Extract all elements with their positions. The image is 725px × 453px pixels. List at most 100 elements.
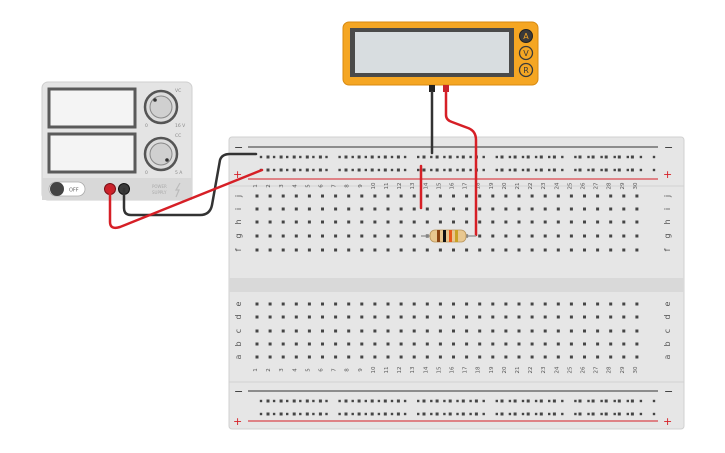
breadboard-hole[interactable] bbox=[268, 355, 272, 359]
rail-hole[interactable] bbox=[591, 399, 595, 403]
breadboard-hole[interactable] bbox=[452, 248, 455, 252]
rail-hole[interactable] bbox=[364, 155, 367, 159]
breadboard-hole[interactable] bbox=[491, 207, 495, 211]
rail-hole[interactable] bbox=[338, 155, 341, 159]
rail-hole[interactable] bbox=[448, 412, 452, 416]
breadboard-hole[interactable] bbox=[268, 248, 272, 252]
breadboard-hole[interactable] bbox=[517, 207, 521, 211]
breadboard-hole[interactable] bbox=[635, 355, 639, 359]
breadboard-hole[interactable] bbox=[583, 194, 586, 198]
rail-hole[interactable] bbox=[461, 168, 465, 172]
rail-hole[interactable] bbox=[305, 412, 309, 416]
rail-hole[interactable] bbox=[521, 399, 525, 403]
breadboard-hole[interactable] bbox=[596, 342, 600, 346]
breadboard-hole[interactable] bbox=[438, 220, 442, 224]
rail-hole[interactable] bbox=[552, 168, 556, 172]
rail-hole[interactable] bbox=[630, 155, 634, 159]
breadboard-hole[interactable] bbox=[452, 302, 455, 306]
rail-hole[interactable] bbox=[587, 168, 590, 172]
rail-hole[interactable] bbox=[652, 399, 656, 403]
breadboard-hole[interactable] bbox=[569, 207, 573, 211]
breadboard-hole[interactable] bbox=[373, 248, 377, 252]
rail-hole[interactable] bbox=[574, 168, 577, 172]
breadboard-hole[interactable] bbox=[609, 220, 613, 224]
rail-hole[interactable] bbox=[403, 155, 407, 159]
rail-hole[interactable] bbox=[508, 155, 512, 159]
breadboard-hole[interactable] bbox=[399, 342, 403, 346]
rail-hole[interactable] bbox=[325, 155, 328, 159]
breadboard-hole[interactable] bbox=[635, 207, 639, 211]
rail-hole[interactable] bbox=[417, 168, 420, 172]
rail-hole[interactable] bbox=[482, 399, 485, 403]
rail-hole[interactable] bbox=[591, 155, 595, 159]
breadboard-hole[interactable] bbox=[347, 329, 351, 333]
breadboard-hole[interactable] bbox=[452, 207, 455, 211]
breadboard-hole[interactable] bbox=[321, 207, 324, 211]
rail-hole[interactable] bbox=[548, 412, 551, 416]
breadboard-hole[interactable] bbox=[517, 329, 521, 333]
rail-hole[interactable] bbox=[456, 412, 459, 416]
rail-hole[interactable] bbox=[272, 399, 276, 403]
breadboard-hole[interactable] bbox=[517, 315, 521, 319]
breadboard-hole[interactable] bbox=[307, 315, 311, 319]
breadboard-hole[interactable] bbox=[609, 207, 613, 211]
rail-hole[interactable] bbox=[539, 168, 543, 172]
rail-hole[interactable] bbox=[587, 399, 590, 403]
breadboard-hole[interactable] bbox=[583, 315, 586, 319]
rail-hole[interactable] bbox=[325, 399, 328, 403]
breadboard-hole[interactable] bbox=[321, 234, 324, 238]
rail-hole[interactable] bbox=[351, 168, 354, 172]
rail-hole[interactable] bbox=[495, 399, 498, 403]
rail-hole[interactable] bbox=[299, 168, 302, 172]
rail-hole[interactable] bbox=[390, 399, 394, 403]
breadboard-hole[interactable] bbox=[347, 355, 351, 359]
rail-hole[interactable] bbox=[552, 155, 556, 159]
breadboard-hole[interactable] bbox=[504, 302, 508, 306]
rail-hole[interactable] bbox=[456, 168, 459, 172]
breadboard-hole[interactable] bbox=[255, 207, 259, 211]
rail-hole[interactable] bbox=[639, 168, 643, 172]
rail-hole[interactable] bbox=[600, 399, 603, 403]
breadboard-hole[interactable] bbox=[530, 248, 534, 252]
rail-hole[interactable] bbox=[351, 412, 354, 416]
breadboard-hole[interactable] bbox=[478, 355, 482, 359]
rail-hole[interactable] bbox=[495, 412, 498, 416]
breadboard-hole[interactable] bbox=[412, 234, 416, 238]
rail-hole[interactable] bbox=[526, 399, 530, 403]
rail-hole[interactable] bbox=[604, 155, 608, 159]
rail-hole[interactable] bbox=[292, 412, 296, 416]
rail-hole[interactable] bbox=[500, 412, 504, 416]
breadboard-hole[interactable] bbox=[438, 329, 442, 333]
breadboard-hole[interactable] bbox=[386, 207, 390, 211]
rail-hole[interactable] bbox=[325, 412, 328, 416]
rail-hole[interactable] bbox=[312, 155, 315, 159]
rail-hole[interactable] bbox=[639, 155, 643, 159]
rail-hole[interactable] bbox=[364, 412, 367, 416]
rail-hole[interactable] bbox=[513, 168, 517, 172]
breadboard-hole[interactable] bbox=[478, 220, 482, 224]
breadboard-hole[interactable] bbox=[307, 207, 311, 211]
breadboard-hole[interactable] bbox=[583, 302, 586, 306]
rail-hole[interactable] bbox=[279, 155, 283, 159]
breadboard-hole[interactable] bbox=[399, 234, 403, 238]
rail-hole[interactable] bbox=[259, 412, 263, 416]
rail-hole[interactable] bbox=[613, 412, 616, 416]
breadboard-hole[interactable] bbox=[635, 248, 639, 252]
breadboard-hole[interactable] bbox=[452, 220, 455, 224]
breadboard-hole[interactable] bbox=[569, 355, 573, 359]
breadboard-hole[interactable] bbox=[268, 207, 272, 211]
rail-hole[interactable] bbox=[652, 168, 656, 172]
breadboard-hole[interactable] bbox=[321, 302, 324, 306]
rail-hole[interactable] bbox=[526, 412, 530, 416]
breadboard-hole[interactable] bbox=[556, 302, 560, 306]
rail-hole[interactable] bbox=[390, 168, 394, 172]
rail-hole[interactable] bbox=[521, 168, 525, 172]
breadboard-hole[interactable] bbox=[609, 248, 613, 252]
rail-hole[interactable] bbox=[325, 168, 328, 172]
rail-hole[interactable] bbox=[422, 168, 426, 172]
breadboard-hole[interactable] bbox=[255, 194, 259, 198]
breadboard-hole[interactable] bbox=[556, 315, 560, 319]
breadboard-hole[interactable] bbox=[452, 355, 455, 359]
breadboard-hole[interactable] bbox=[556, 342, 560, 346]
